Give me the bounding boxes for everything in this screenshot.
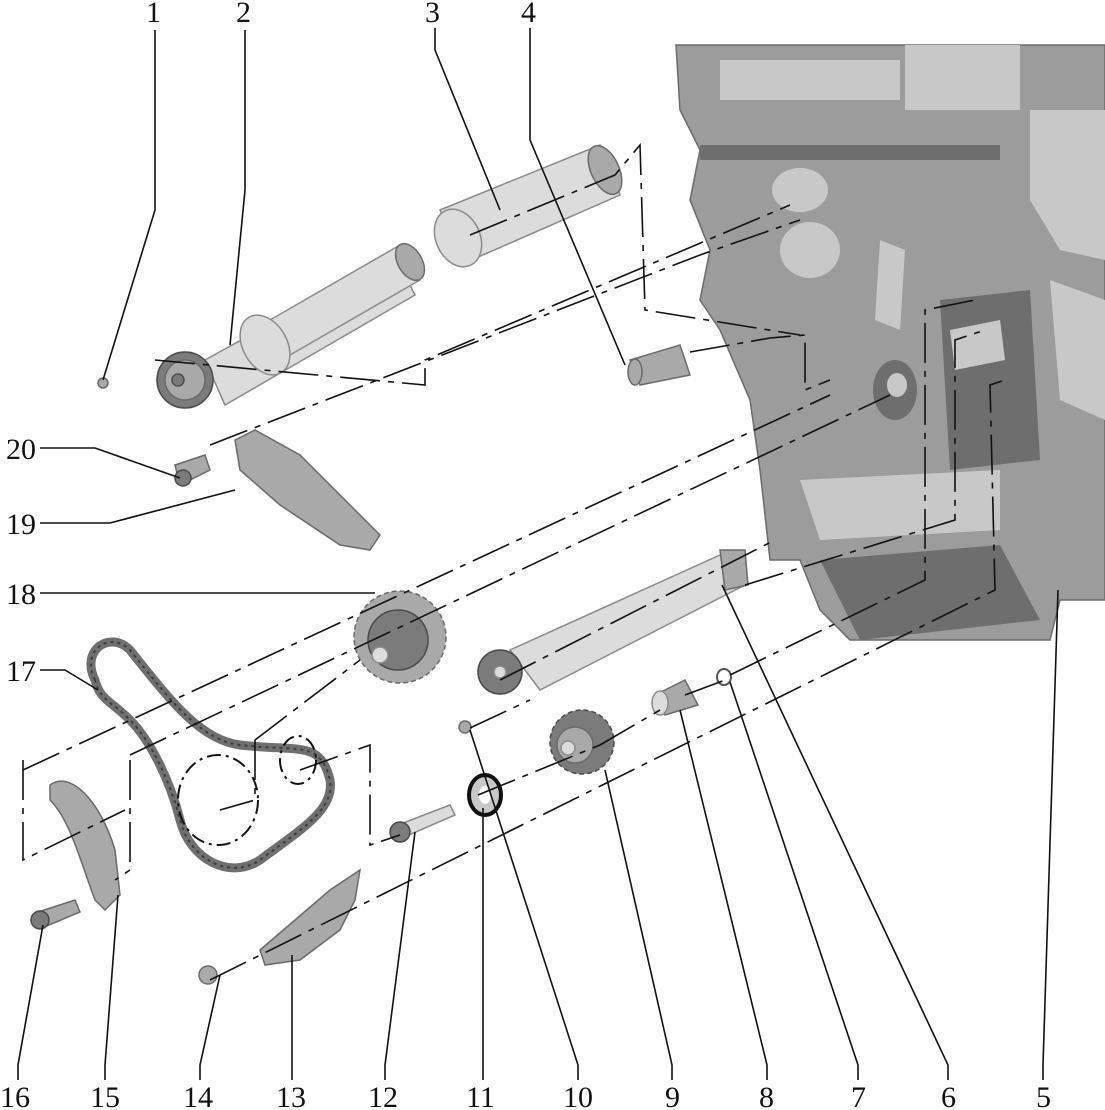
callout-11: 11 (466, 1081, 495, 1110)
part-19-guide-rail (234, 429, 381, 551)
part-18-drive-sprocket (353, 590, 447, 684)
callout-labels-top: 1 2 3 4 (146, 0, 536, 29)
part-7-seal-ring (716, 668, 732, 686)
leader-lines (17, 28, 1059, 1080)
callout-14: 14 (183, 1081, 213, 1110)
callout-1: 1 (146, 0, 161, 29)
callout-10: 10 (563, 1081, 593, 1110)
assembly-axes (22, 142, 1006, 981)
part-8-tensioner (651, 678, 700, 716)
callout-15: 15 (90, 1081, 120, 1110)
part-10-plug (458, 720, 472, 734)
part-17-timing-chain (86, 637, 335, 873)
callout-18: 18 (6, 578, 36, 611)
callout-17: 17 (6, 655, 36, 688)
part-4-plug (627, 344, 691, 386)
callout-6: 6 (941, 1081, 956, 1110)
callout-7: 7 (851, 1081, 866, 1110)
part-14-bolt (198, 965, 218, 985)
part-16-bolt (30, 899, 81, 930)
part-9-intermediate-gear (549, 709, 615, 775)
callout-20: 20 (6, 433, 36, 466)
callout-5: 5 (1036, 1081, 1051, 1110)
callout-2: 2 (236, 0, 251, 29)
part-12-bolt (389, 804, 457, 843)
part-2-upper-balance-shaft (156, 242, 426, 409)
callout-labels-left: 20 19 18 17 (6, 433, 36, 688)
part-3-sleeve (433, 144, 623, 268)
callout-16: 16 (0, 1081, 30, 1110)
part-15-tensioner-rail (49, 780, 121, 912)
engine-block (675, 44, 1105, 641)
callout-4: 4 (521, 0, 536, 29)
part-20-bolt (174, 454, 211, 487)
callout-9: 9 (665, 1081, 680, 1110)
callout-12: 12 (368, 1081, 398, 1110)
part-13-chain-guide (259, 868, 362, 966)
callout-13: 13 (276, 1081, 306, 1110)
callout-8: 8 (759, 1081, 774, 1110)
callout-19: 19 (6, 508, 36, 541)
callout-3: 3 (425, 0, 440, 29)
callout-labels-bottom: 16 15 14 13 12 11 10 9 8 7 6 5 (0, 1081, 1051, 1110)
